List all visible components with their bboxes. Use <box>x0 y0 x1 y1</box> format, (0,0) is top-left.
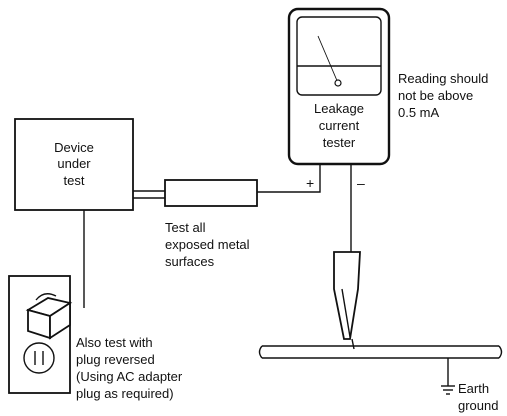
reading-note-line-1: Reading should <box>398 71 488 86</box>
probe-note-line-2: exposed metal <box>165 237 250 252</box>
meter-needle <box>317 35 339 84</box>
pipe-right-end <box>498 345 503 359</box>
device-label-line-3: test <box>64 173 85 188</box>
reading-note-line-3: 0.5 mA <box>398 105 440 120</box>
device-box <box>14 118 134 211</box>
wall-outlet <box>8 275 73 394</box>
reading-note-line-2: not be above <box>398 88 473 103</box>
probe-note-line-3: surfaces <box>165 254 215 269</box>
plug-cord-arc <box>35 293 57 301</box>
earth-ground-label-line-1: Earth <box>458 381 489 396</box>
ground-clip <box>333 251 361 340</box>
earth-ground-label-line-2: ground <box>458 398 498 413</box>
leakage-current-tester: Leakage current tester <box>287 7 391 166</box>
plug-note-line-2: plug reversed <box>76 352 155 367</box>
plus-terminal-sign: + <box>306 175 314 191</box>
tester-label-line-1: Leakage <box>314 101 364 116</box>
pipe-left-end <box>258 345 263 359</box>
test-probe <box>164 179 258 207</box>
needle-pivot <box>334 79 342 87</box>
plug-note-line-3: (Using AC adapter <box>76 369 183 384</box>
ground-clip-jaw <box>341 288 351 338</box>
tester-label-line-3: tester <box>323 135 356 150</box>
tester-label-line-2: current <box>319 118 360 133</box>
ground-clip-tip <box>351 338 355 350</box>
plug-side <box>49 301 71 340</box>
device-label-line-2: under <box>57 156 91 171</box>
device-under-test: Device under test <box>14 118 134 211</box>
plus-lead-wire <box>257 163 321 193</box>
earth-ground-symbol <box>441 358 455 395</box>
probe-note-line-1: Test all <box>165 220 206 235</box>
device-label-line-1: Device <box>54 140 94 155</box>
plug-note-line-1: Also test with <box>76 335 153 350</box>
outlet-socket <box>23 342 55 374</box>
minus-terminal-sign: – <box>357 175 365 191</box>
plug-note-line-4: plug as required) <box>76 386 174 401</box>
